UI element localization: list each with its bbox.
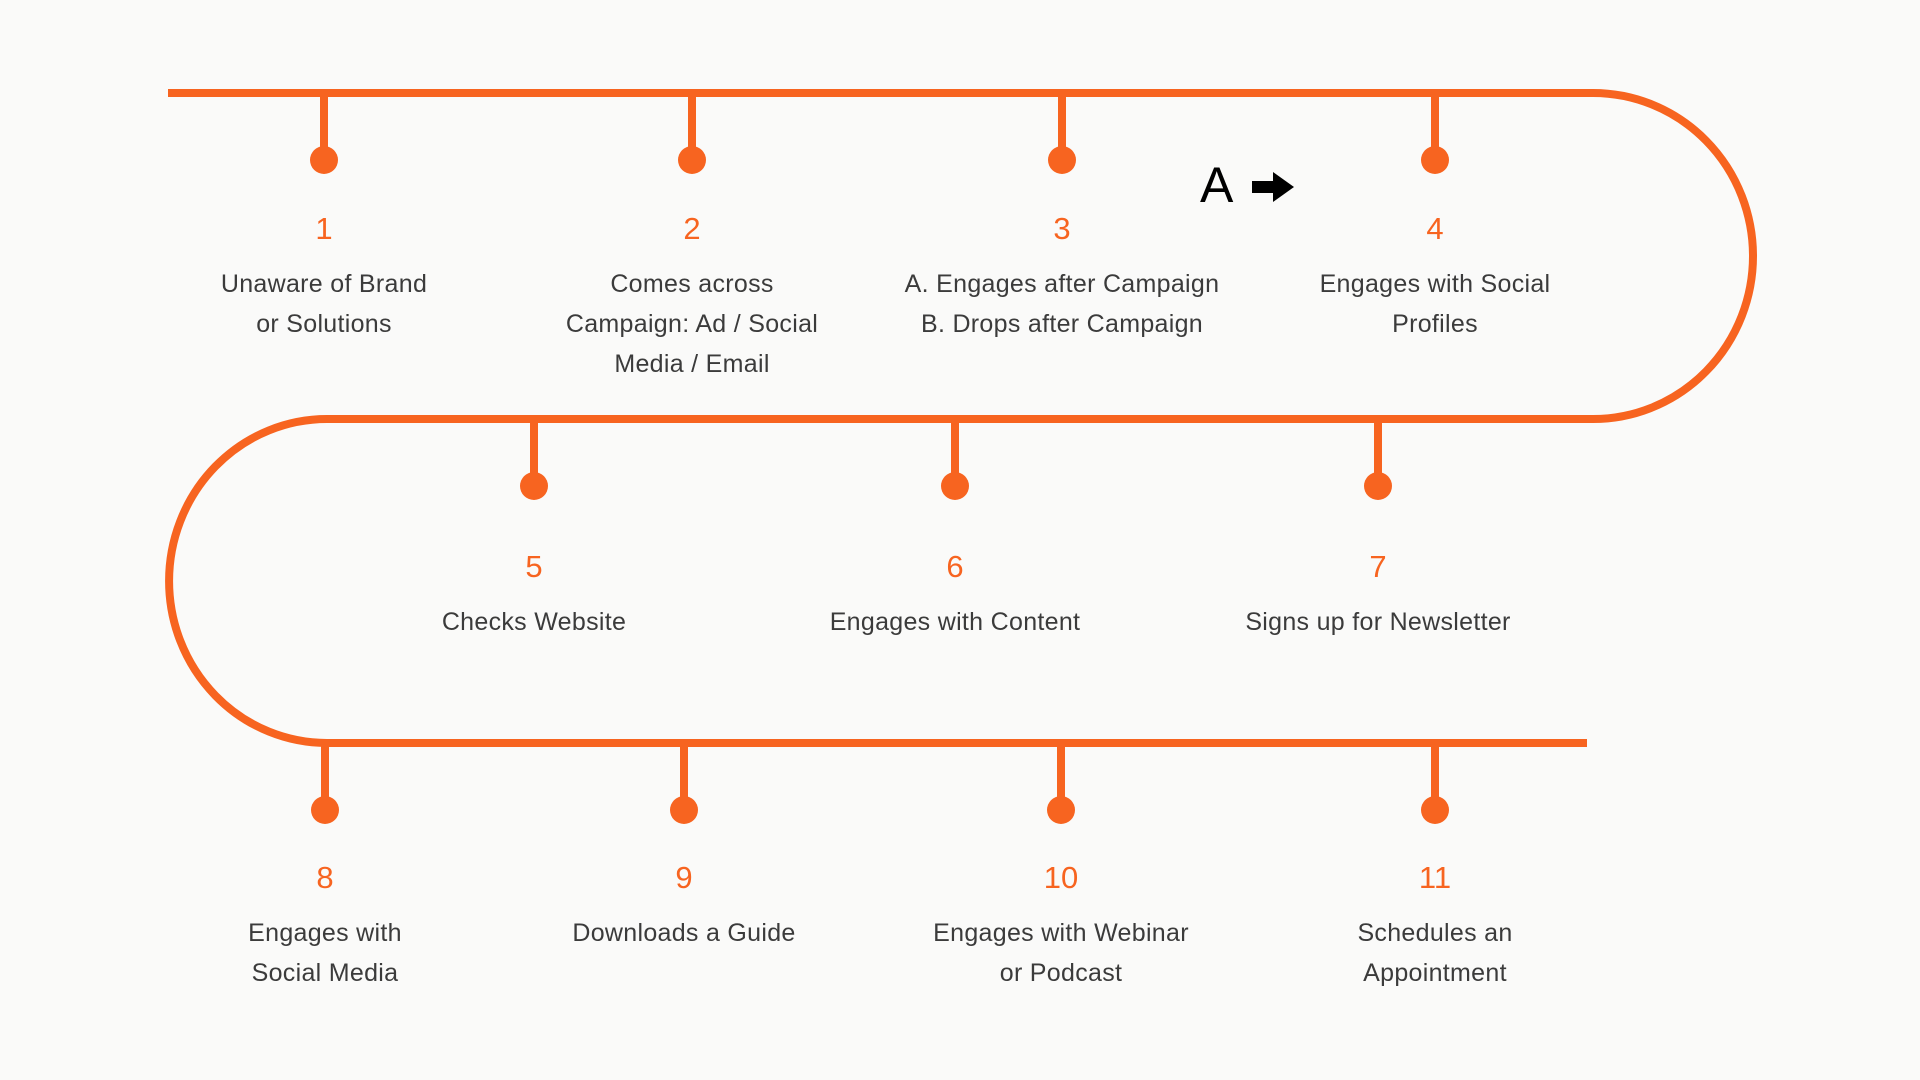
- journey-step-10: 10 Engages with Webinar or Podcast: [841, 855, 1281, 993]
- step-number: 10: [1043, 860, 1079, 895]
- row1-connectors: [320, 93, 1439, 160]
- row1-dots: [310, 146, 1449, 174]
- step-label-line: or Podcast: [999, 959, 1123, 987]
- step-label: Comes across Campaign: Ad / Social Media…: [472, 264, 912, 384]
- step-label-line: Unaware of Brand: [220, 270, 428, 298]
- annotation-a: A: [1200, 155, 1295, 215]
- step-dot: [1047, 796, 1075, 824]
- step-dot: [670, 796, 698, 824]
- row3-connectors: [321, 743, 1439, 810]
- step-label-line: Engages with Content: [829, 608, 1081, 636]
- journey-step-7: 7 Signs up for Newsletter: [1158, 544, 1598, 642]
- journey-step-2: 2 Comes across Campaign: Ad / Social Med…: [472, 206, 912, 384]
- step-number: 2: [683, 211, 701, 246]
- step-label-line: Social Media: [251, 959, 399, 987]
- step-label: A. Engages after Campaign B. Drops after…: [842, 264, 1282, 344]
- step-number: 7: [1369, 549, 1387, 584]
- journey-step-1: 1 Unaware of Brand or Solutions: [104, 206, 544, 344]
- step-label-line: A. Engages after Campaign: [904, 270, 1220, 298]
- step-label: Engages with Social Profiles: [1215, 264, 1655, 344]
- step-label: Signs up for Newsletter: [1158, 602, 1598, 642]
- step-label-line: Schedules an: [1357, 919, 1513, 947]
- step-dot: [310, 146, 338, 174]
- step-dot: [311, 796, 339, 824]
- step-label-line: Engages with Social: [1319, 270, 1551, 298]
- step-number: 11: [1418, 860, 1452, 895]
- annotation-a-label: A: [1200, 157, 1234, 213]
- step-label-line: Engages with Webinar: [933, 919, 1189, 947]
- step-dot: [1048, 146, 1076, 174]
- journey-step-9: 9 Downloads a Guide: [464, 855, 904, 953]
- step-label: Unaware of Brand or Solutions: [104, 264, 544, 344]
- step-label: Checks Website: [314, 602, 754, 642]
- step-label-line: Profiles: [1392, 310, 1478, 338]
- step-label-line: Comes across: [610, 270, 774, 298]
- journey-step-11: 11 Schedules an Appointment: [1215, 855, 1655, 993]
- step-label-line: Checks Website: [441, 608, 627, 636]
- step-label: Engages with Webinar or Podcast: [841, 913, 1281, 993]
- step-dot: [1421, 796, 1449, 824]
- step-number: 1: [315, 211, 333, 246]
- right-arrow-icon: [1252, 172, 1295, 202]
- step-label-line: Appointment: [1363, 959, 1507, 987]
- journey-step-3: 3 A. Engages after Campaign B. Drops aft…: [842, 206, 1282, 344]
- step-label-line: or Solutions: [256, 310, 392, 338]
- step-label-line: Engages with: [248, 919, 402, 947]
- row2-dots: [520, 472, 1392, 500]
- step-dot: [1364, 472, 1392, 500]
- step-dot: [1421, 146, 1449, 174]
- step-label: Engages with Content: [735, 602, 1175, 642]
- step-label: Engages with Social Media: [105, 913, 545, 993]
- step-number: 3: [1053, 211, 1071, 246]
- step-label-line: B. Drops after Campaign: [920, 310, 1204, 338]
- step-dot: [678, 146, 706, 174]
- step-dot: [941, 472, 969, 500]
- step-label-line: Media / Email: [614, 350, 770, 378]
- step-number: 5: [525, 549, 543, 584]
- step-number: 4: [1426, 211, 1444, 246]
- step-number: 9: [675, 860, 693, 895]
- step-number: 8: [316, 860, 334, 895]
- journey-step-6: 6 Engages with Content: [735, 544, 1175, 642]
- journey-step-5: 5 Checks Website: [314, 544, 754, 642]
- journey-step-4: 4 Engages with Social Profiles: [1215, 206, 1655, 344]
- step-label: Schedules an Appointment: [1215, 913, 1655, 993]
- step-label: Downloads a Guide: [464, 913, 904, 953]
- step-label-line: Campaign: Ad / Social: [565, 310, 819, 338]
- step-label-line: Signs up for Newsletter: [1245, 608, 1511, 636]
- journey-step-8: 8 Engages with Social Media: [105, 855, 545, 993]
- journey-path: [165, 89, 1757, 747]
- row3-dots: [311, 796, 1449, 824]
- step-dot: [520, 472, 548, 500]
- step-number: 6: [946, 549, 964, 584]
- step-label-line: Downloads a Guide: [572, 919, 796, 947]
